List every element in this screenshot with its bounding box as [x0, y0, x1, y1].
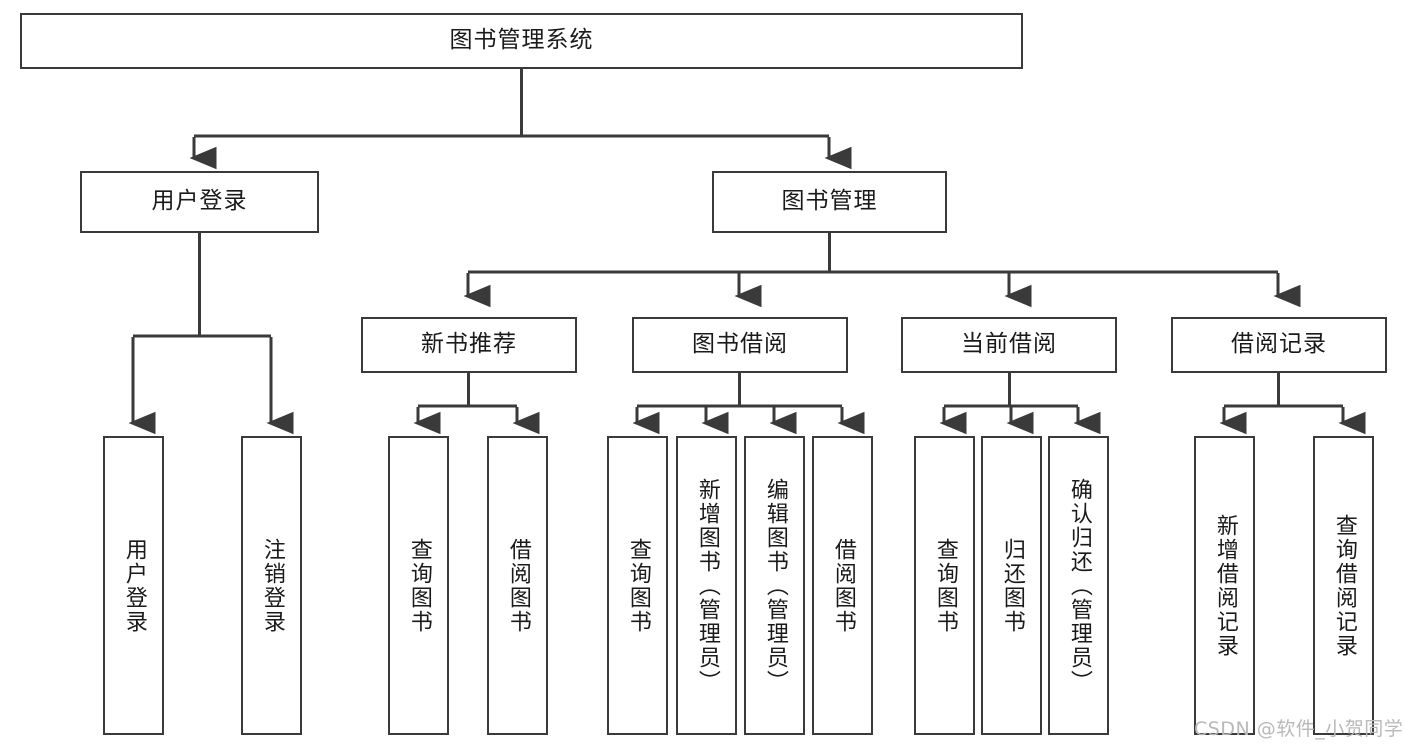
node-leaf-borrow-book-1-label: 借阅图书 [505, 537, 531, 634]
node-borrow-record[interactable]: 借阅记录 [1171, 317, 1387, 373]
node-root[interactable]: 图书管理系统 [20, 13, 1023, 69]
node-leaf-add-record[interactable]: 新增借阅记录 [1194, 436, 1255, 735]
node-borrow-record-label: 借阅记录 [1231, 331, 1327, 358]
node-leaf-confirm-return[interactable]: 确认归还（管理员） [1048, 436, 1109, 735]
node-leaf-edit-book-label: 编辑图书（管理员） [762, 477, 788, 694]
node-leaf-add-book[interactable]: 新增图书（管理员） [676, 436, 737, 735]
node-leaf-query-book-1[interactable]: 查询图书 [388, 436, 449, 735]
node-leaf-logout-login-label: 注销登录 [259, 537, 285, 634]
node-current-borrow-label: 当前借阅 [961, 331, 1057, 358]
node-leaf-return-book[interactable]: 归还图书 [981, 436, 1042, 735]
node-leaf-user-login-label: 用户登录 [121, 537, 147, 634]
node-leaf-add-book-label: 新增图书（管理员） [694, 477, 720, 694]
node-leaf-logout-login[interactable]: 注销登录 [241, 436, 302, 735]
node-book-borrow-label: 图书借阅 [692, 331, 788, 358]
node-leaf-query-record[interactable]: 查询借阅记录 [1313, 436, 1374, 735]
node-leaf-query-record-label: 查询借阅记录 [1331, 513, 1357, 658]
node-leaf-borrow-book-1[interactable]: 借阅图书 [487, 436, 548, 735]
node-leaf-return-book-label: 归还图书 [999, 537, 1025, 634]
node-leaf-query-book-2-label: 查询图书 [625, 537, 651, 634]
watermark-text: CSDN @软件_小贺同学 [1194, 718, 1404, 740]
node-book-manage[interactable]: 图书管理 [712, 171, 947, 233]
node-leaf-query-book-1-label: 查询图书 [406, 537, 432, 634]
node-book-borrow[interactable]: 图书借阅 [632, 317, 848, 373]
node-leaf-borrow-book-2-label: 借阅图书 [830, 537, 856, 634]
node-leaf-confirm-return-label: 确认归还（管理员） [1066, 477, 1092, 694]
node-leaf-query-book-3[interactable]: 查询图书 [914, 436, 975, 735]
node-leaf-borrow-book-2[interactable]: 借阅图书 [812, 436, 873, 735]
node-leaf-user-login[interactable]: 用户登录 [103, 436, 164, 735]
node-leaf-add-record-label: 新增借阅记录 [1212, 513, 1238, 658]
node-root-label: 图书管理系统 [449, 27, 594, 54]
node-leaf-query-book-2[interactable]: 查询图书 [607, 436, 668, 735]
node-new-book-recommend-label: 新书推荐 [421, 331, 517, 358]
node-user-login-label: 用户登录 [151, 188, 248, 215]
node-leaf-query-book-3-label: 查询图书 [932, 537, 958, 634]
node-new-book-recommend[interactable]: 新书推荐 [361, 317, 577, 373]
node-leaf-edit-book[interactable]: 编辑图书（管理员） [744, 436, 805, 735]
node-user-login[interactable]: 用户登录 [80, 171, 319, 233]
node-current-borrow[interactable]: 当前借阅 [901, 317, 1117, 373]
node-book-manage-label: 图书管理 [781, 188, 878, 215]
